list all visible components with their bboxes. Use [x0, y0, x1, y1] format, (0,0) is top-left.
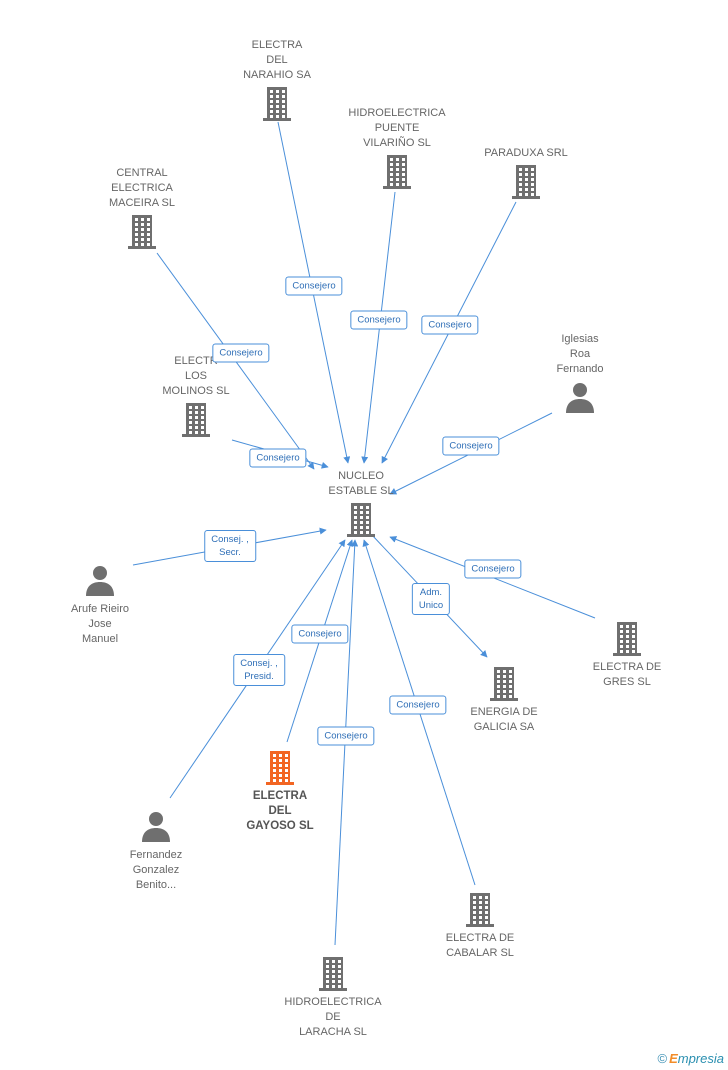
- edge-label[interactable]: Consejero: [317, 726, 375, 746]
- edge-label[interactable]: Consejero: [249, 448, 307, 468]
- brand-initial: E: [669, 1051, 678, 1066]
- node-label: ENERGIA DE GALICIA SA: [470, 706, 538, 733]
- node-label: ELECTR LOS MOLINOS SL: [162, 355, 230, 397]
- node-fernandez[interactable]: Fernandez Gonzalez Benito...: [91, 808, 221, 893]
- node-narahio[interactable]: ELECTRA DEL NARAHIO SA: [212, 38, 342, 121]
- node-maceira[interactable]: CENTRAL ELECTRICA MACEIRA SL: [77, 166, 207, 249]
- building-icon: [266, 751, 294, 785]
- building-icon: [319, 957, 347, 991]
- node-label: ELECTRA DE CABALAR SL: [445, 932, 515, 959]
- building-icon: [383, 155, 411, 189]
- copyright-symbol: ©: [657, 1051, 668, 1066]
- node-label: Fernandez Gonzalez Benito...: [129, 849, 183, 891]
- node-cabalar[interactable]: ELECTRA DE CABALAR SL: [415, 891, 545, 961]
- node-label: CENTRAL ELECTRICA MACEIRA SL: [108, 167, 176, 209]
- edge-label[interactable]: Consejero: [350, 310, 408, 330]
- node-hub[interactable]: NUCLEO ESTABLE SL: [296, 469, 426, 537]
- node-label: ELECTRA DE GRES SL: [592, 661, 662, 688]
- node-label: NUCLEO ESTABLE SL: [328, 470, 394, 497]
- person-icon: [566, 383, 594, 413]
- building-icon: [263, 87, 291, 121]
- node-label: ELECTRA DEL NARAHIO SA: [243, 39, 311, 81]
- node-hidro-puente[interactable]: HIDROELECTRICA PUENTE VILARIÑO SL: [332, 106, 462, 189]
- edge-label[interactable]: Consej. , Presid.: [233, 654, 285, 686]
- brand-footer: ©Empresia: [657, 1051, 724, 1066]
- node-label: ELECTRA DEL GAYOSO SL: [246, 790, 314, 832]
- building-icon: [613, 622, 641, 656]
- node-gayoso[interactable]: ELECTRA DEL GAYOSO SL: [215, 749, 345, 834]
- building-icon: [182, 403, 210, 437]
- node-label: HIDROELECTRICA DE LARACHA SL: [284, 996, 382, 1038]
- building-icon: [490, 667, 518, 701]
- node-paraduxa[interactable]: PARADUXA SRL: [461, 146, 591, 199]
- node-arufe[interactable]: Arufe Rieiro Jose Manuel: [35, 562, 165, 647]
- building-icon: [347, 503, 375, 537]
- node-molinos[interactable]: ELECTR LOS MOLINOS SL: [131, 354, 261, 437]
- node-label: PARADUXA SRL: [484, 147, 568, 159]
- edge-label[interactable]: Adm. Unico: [411, 583, 451, 615]
- brand-name: mpresia: [677, 1051, 724, 1066]
- node-label: HIDROELECTRICA PUENTE VILARIÑO SL: [348, 107, 446, 149]
- node-label: Arufe Rieiro Jose Manuel: [70, 603, 130, 645]
- building-icon: [128, 215, 156, 249]
- edge-label[interactable]: Consejero: [464, 559, 522, 579]
- edge-label[interactable]: Consejero: [212, 343, 270, 363]
- node-gres[interactable]: ELECTRA DE GRES SL: [562, 620, 692, 690]
- node-energia[interactable]: ENERGIA DE GALICIA SA: [439, 665, 569, 735]
- edge-label[interactable]: Consejero: [285, 276, 343, 296]
- person-icon: [142, 812, 170, 842]
- edge-label[interactable]: Consejero: [389, 695, 447, 715]
- building-icon: [512, 165, 540, 199]
- edge-label[interactable]: Consejero: [421, 315, 479, 335]
- node-laracha[interactable]: HIDROELECTRICA DE LARACHA SL: [268, 955, 398, 1040]
- person-icon: [86, 566, 114, 596]
- edge-label[interactable]: Consejero: [291, 624, 349, 644]
- edge-label[interactable]: Consejero: [442, 436, 500, 456]
- edge-label[interactable]: Consej. , Secr.: [204, 530, 256, 562]
- building-icon: [466, 893, 494, 927]
- node-label: Iglesias Roa Fernando: [556, 333, 604, 375]
- node-iglesias[interactable]: Iglesias Roa Fernando: [515, 332, 645, 415]
